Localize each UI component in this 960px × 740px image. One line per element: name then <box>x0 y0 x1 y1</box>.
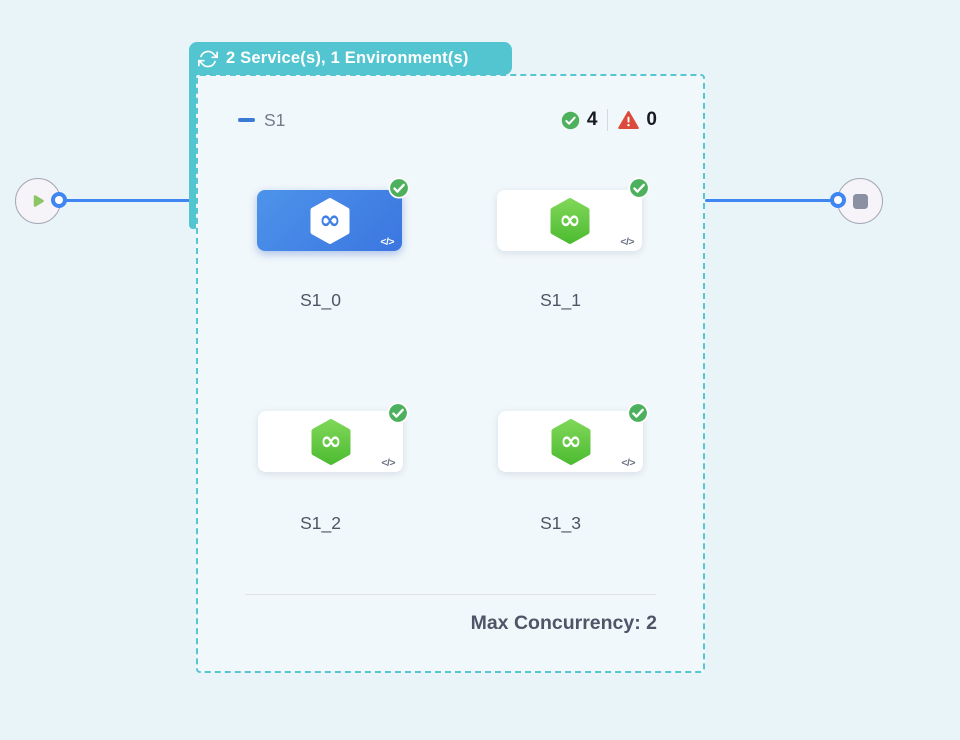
hexagon-infinity-icon: ∞ <box>550 197 589 244</box>
check-badge-icon <box>627 402 649 424</box>
service-label: S1_3 <box>540 513 581 533</box>
code-icon: </> <box>380 236 394 248</box>
infinity-glyph: ∞ <box>319 205 341 235</box>
service-label: S1_2 <box>300 513 341 533</box>
connector-port-end <box>830 192 846 208</box>
service-card-s1-1[interactable]: ∞ </> <box>497 190 642 251</box>
group-badge-tail <box>189 60 198 229</box>
group-title: S1 <box>264 109 286 130</box>
check-badge-icon <box>388 177 410 199</box>
hexagon-infinity-icon: ∞ <box>551 418 590 465</box>
service-label: S1_1 <box>540 290 581 310</box>
infinity-glyph: ∞ <box>320 426 342 456</box>
connector-port-start <box>51 192 67 208</box>
infinity-glyph: ∞ <box>560 426 582 456</box>
service-card-s1-0[interactable]: ∞ </> <box>257 190 402 251</box>
code-icon: </> <box>621 457 635 469</box>
hexagon-infinity-icon: ∞ <box>311 418 350 465</box>
service-card-s1-3[interactable]: ∞ </> <box>498 411 643 472</box>
hexagon-infinity-icon: ∞ <box>310 197 349 244</box>
footer-divider <box>245 594 656 595</box>
check-badge-icon <box>628 177 650 199</box>
group-summary-badge: 2 Service(s), 1 Environment(s) <box>189 42 512 75</box>
minus-icon[interactable] <box>238 118 255 122</box>
edge-start-to-group <box>59 199 190 202</box>
success-count: 4 <box>586 109 598 130</box>
play-icon <box>33 195 44 207</box>
service-label: S1_0 <box>300 290 341 310</box>
warning-triangle-icon <box>618 110 640 130</box>
status-divider <box>607 109 609 131</box>
code-icon: </> <box>381 457 395 469</box>
stop-icon <box>852 193 868 209</box>
cycle-icon <box>198 50 218 67</box>
edge-group-to-end <box>705 199 838 202</box>
code-icon: </> <box>620 236 634 248</box>
infinity-glyph: ∞ <box>559 205 581 235</box>
service-group-panel <box>196 74 705 673</box>
check-circle-icon <box>561 111 580 130</box>
check-badge-icon <box>387 402 409 424</box>
group-header: S1 4 0 <box>238 105 657 135</box>
service-card-s1-2[interactable]: ∞ </> <box>258 411 403 472</box>
group-summary-label: 2 Service(s), 1 Environment(s) <box>226 49 469 67</box>
max-concurrency-label: Max Concurrency: 2 <box>470 612 657 634</box>
error-count: 0 <box>646 109 657 130</box>
